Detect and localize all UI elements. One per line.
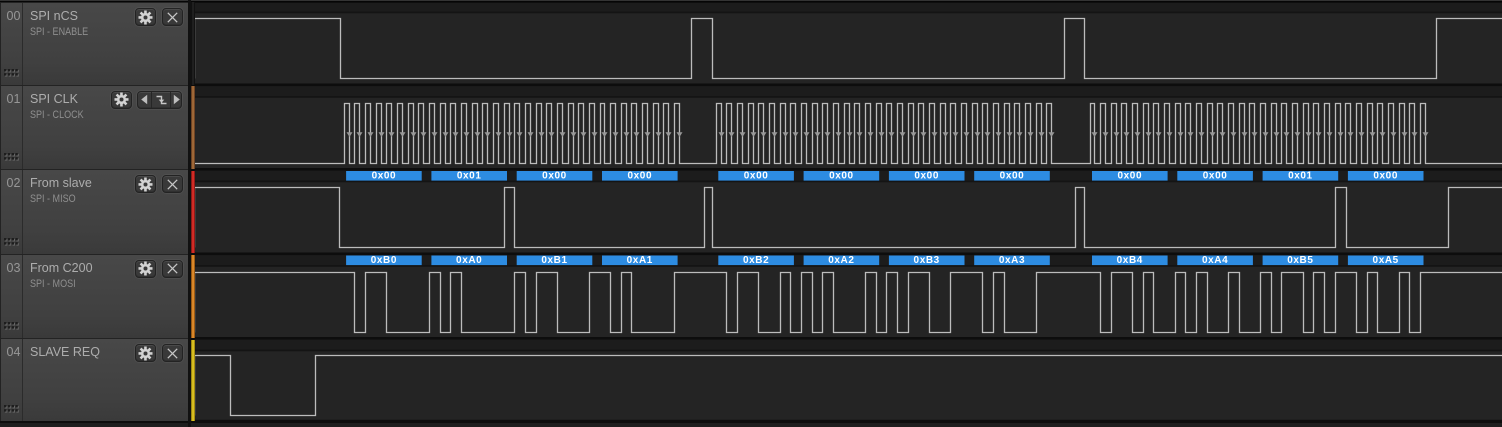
svg-text:0xA2: 0xA2 — [828, 255, 854, 266]
svg-text:0xB5: 0xB5 — [1287, 255, 1313, 266]
svg-text:0x01: 0x01 — [1288, 171, 1313, 182]
svg-text:0x00: 0x00 — [627, 171, 652, 182]
svg-text:0x00: 0x00 — [372, 171, 397, 182]
svg-text:0xB2: 0xB2 — [743, 255, 769, 266]
svg-text:0xB4: 0xB4 — [1117, 255, 1143, 266]
svg-text:0x00: 0x00 — [1000, 171, 1025, 182]
svg-text:0xB1: 0xB1 — [541, 255, 567, 266]
svg-text:0xA1: 0xA1 — [627, 255, 653, 266]
svg-text:0x00: 0x00 — [542, 171, 567, 182]
svg-text:0xB0: 0xB0 — [371, 255, 397, 266]
svg-text:0x01: 0x01 — [457, 171, 482, 182]
svg-text:0x00: 0x00 — [914, 171, 939, 182]
svg-text:0x00: 0x00 — [1117, 171, 1142, 182]
svg-text:0x00: 0x00 — [744, 171, 769, 182]
svg-text:0xA4: 0xA4 — [1202, 255, 1228, 266]
svg-text:0x00: 0x00 — [1203, 171, 1228, 182]
svg-text:0xB3: 0xB3 — [914, 255, 940, 266]
svg-text:0x00: 0x00 — [1373, 171, 1398, 182]
svg-text:0x00: 0x00 — [829, 171, 854, 182]
svg-text:0xA0: 0xA0 — [456, 255, 482, 266]
svg-text:0xA3: 0xA3 — [999, 255, 1025, 266]
svg-text:0xA5: 0xA5 — [1373, 255, 1399, 266]
